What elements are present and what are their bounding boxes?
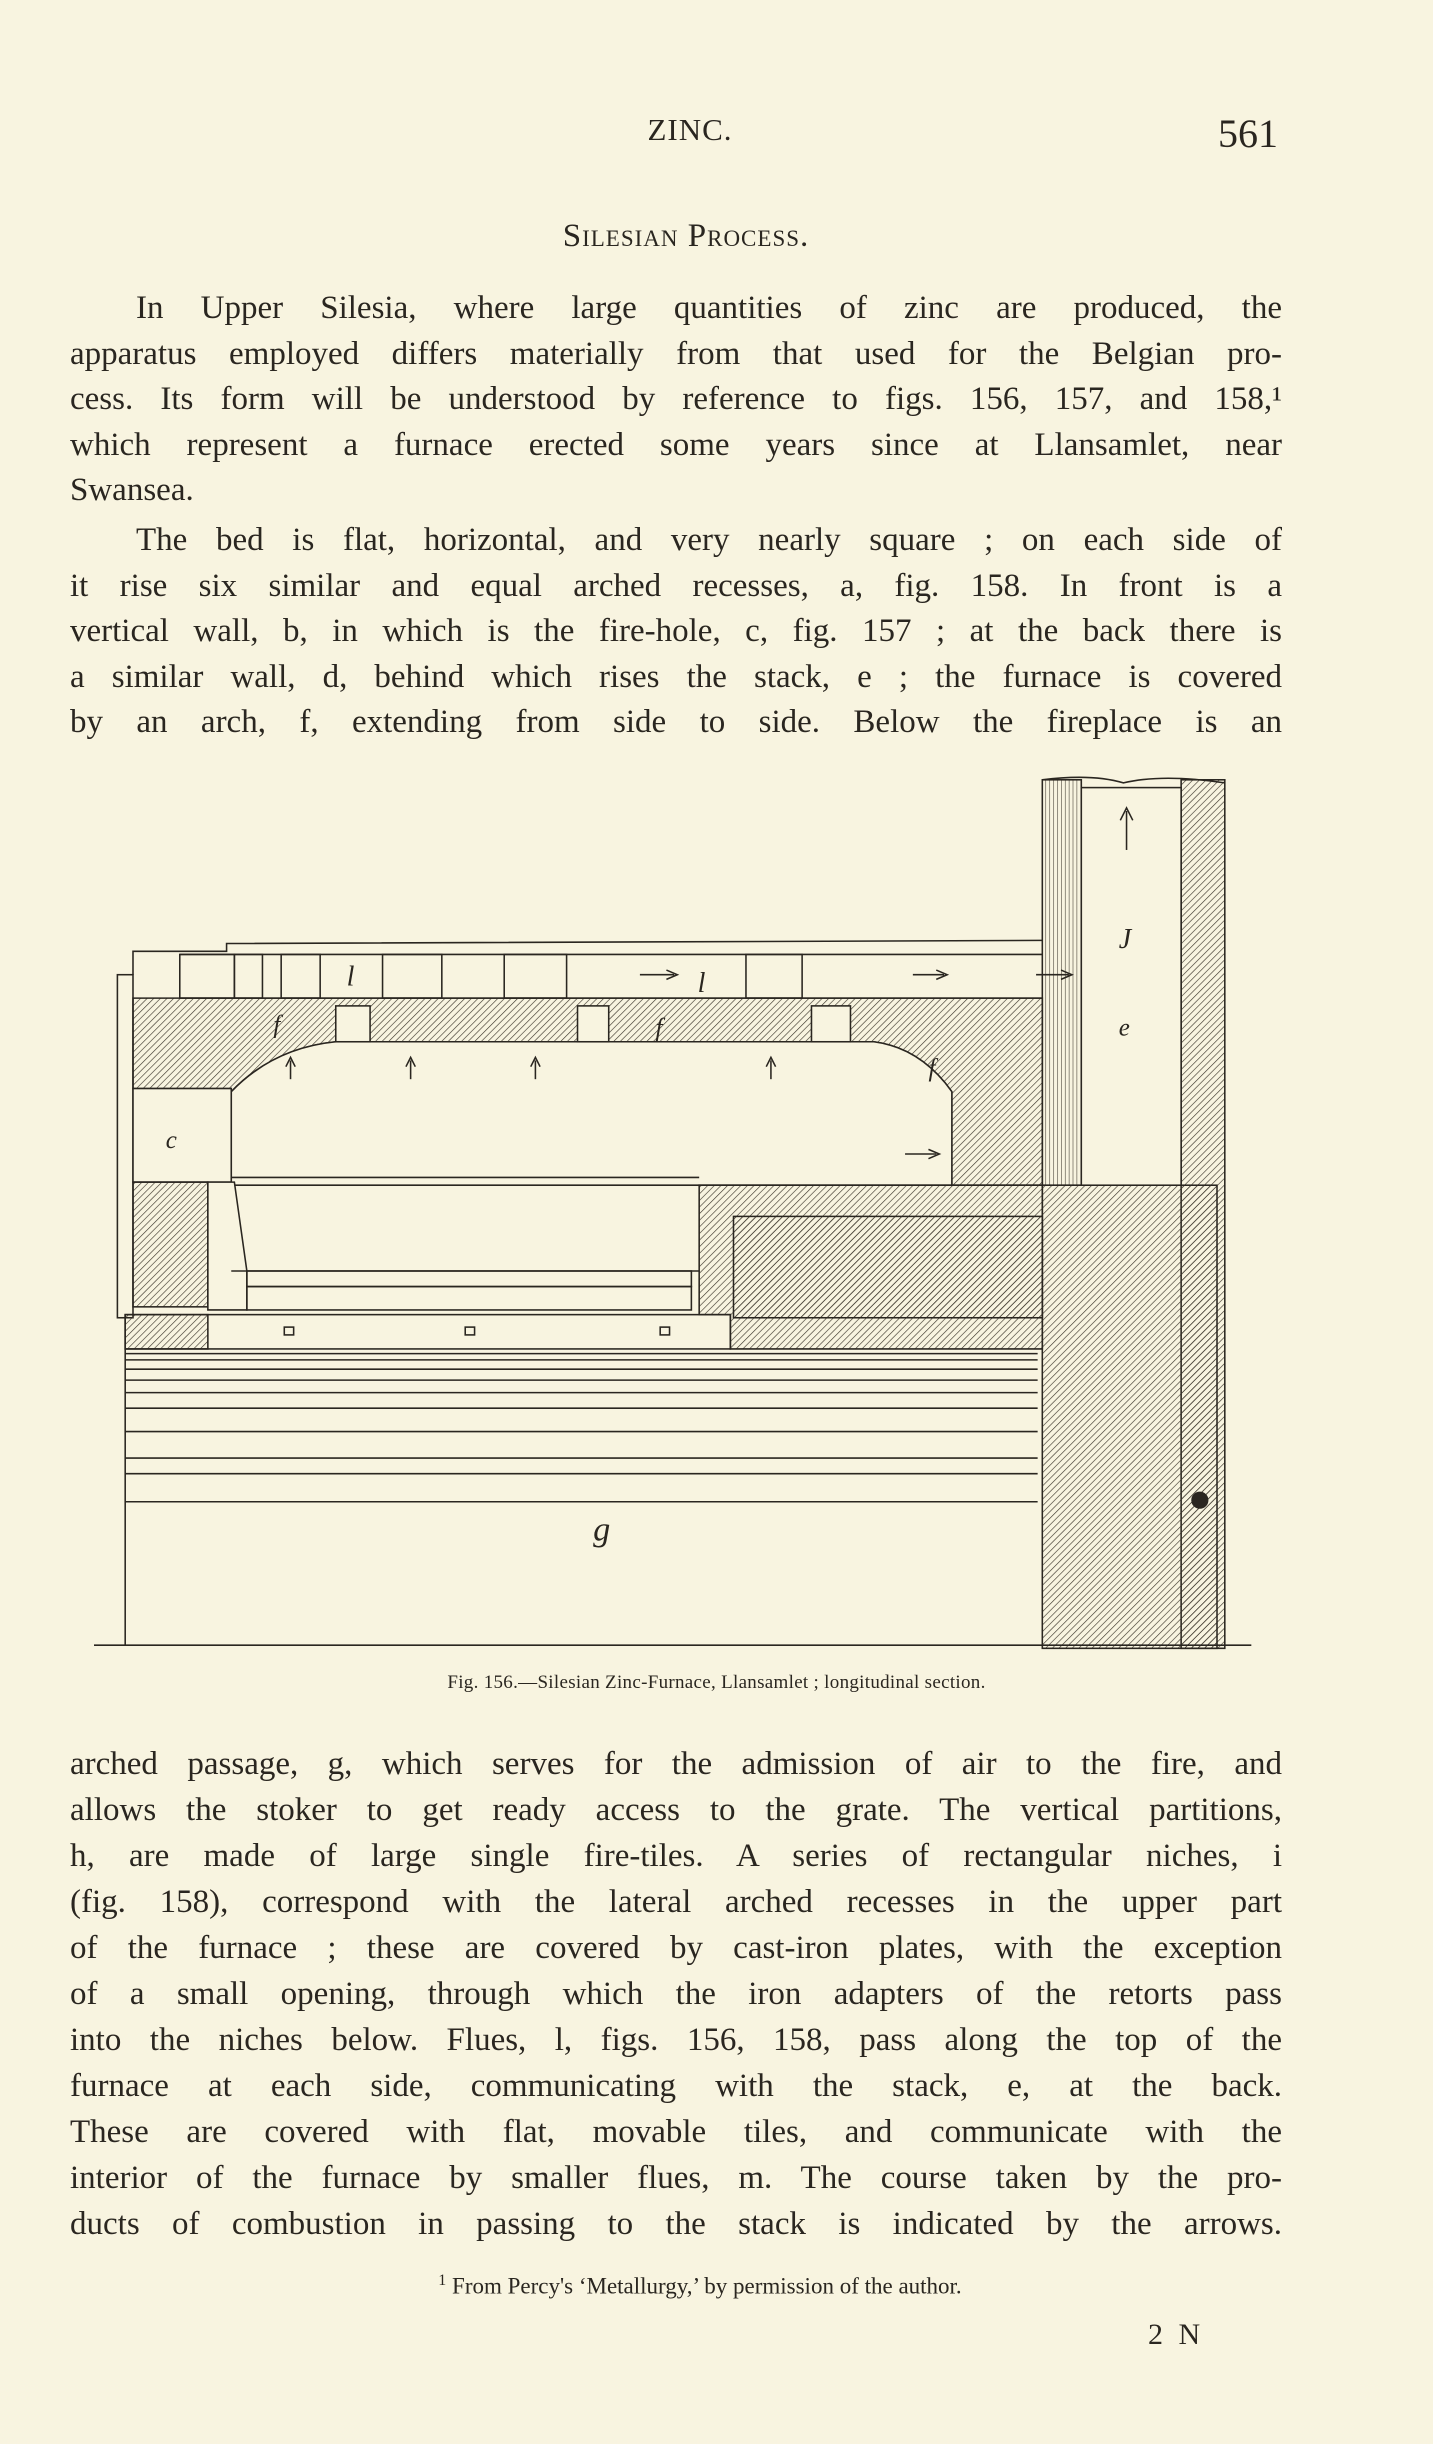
text-line: apparatus employed differs materially fr… — [70, 335, 1282, 372]
paragraph-3: arched passage, g, which serves for the … — [70, 1741, 1282, 2247]
footnote-text: From Percy's ‘Metallurgy,’ by permission… — [452, 2273, 962, 2299]
text-line: into the niches below. Flues, l, figs. 1… — [70, 2022, 1282, 2058]
furnace-section-figure: l l e J c f f f g — [94, 776, 1252, 1650]
stack-label: e — [1119, 1015, 1130, 1042]
flue-label: l — [698, 968, 706, 999]
signature-mark: 2 N — [1148, 2318, 1205, 2351]
text-line: These are covered with flat, movable til… — [70, 2114, 1282, 2150]
stack-left-wall — [1041, 779, 1083, 1186]
text-line: which represent a furnace erected some y… — [70, 426, 1282, 463]
page-number: 561 — [1218, 111, 1278, 156]
flue-partitions — [179, 953, 803, 999]
stack-flue — [1080, 786, 1182, 1186]
text-line: by an arch, f, extending from side to si… — [70, 704, 1282, 740]
text-line: ducts of combustion in passing to the st… — [70, 2206, 1282, 2242]
foundation-courses — [125, 1352, 1038, 1503]
section-title: Silesian Process. — [562, 218, 810, 254]
text-line: of the furnace ; these are covered by ca… — [70, 1930, 1282, 1966]
arch-label: f — [928, 1055, 938, 1082]
floor-slab — [124, 1313, 732, 1350]
text-line: it rise six similar and equal arched rec… — [70, 567, 1282, 604]
figure-caption: Fig. 156.—Silesian Zinc-Furnace, Llansam… — [447, 1672, 986, 1693]
text-line: a similar wall, d, behind which rises th… — [70, 658, 1282, 695]
paragraph-1: In Upper Silesia, where large quantities… — [70, 286, 1282, 514]
text-line: Swansea. — [70, 472, 194, 508]
text-line: cess. Its form will be understood by ref… — [70, 381, 1282, 417]
text-line: vertical wall, b, in which is the fire-h… — [70, 613, 1282, 649]
text-line: In Upper Silesia, where large quantities… — [136, 290, 1282, 326]
text-line: The bed is flat, horizontal, and very ne… — [136, 522, 1282, 558]
stack-base — [1041, 1184, 1218, 1650]
text-line: of a small opening, through which the ir… — [70, 1976, 1282, 2012]
arch-label: f — [273, 1011, 283, 1038]
text-line: furnace at each side, communicating with… — [70, 2068, 1282, 2104]
text-line: interior of the furnace by smaller flues… — [70, 2160, 1282, 2196]
flue-label: l — [347, 962, 355, 993]
front-wall — [116, 973, 134, 1319]
fire-hole-label: c — [166, 1127, 177, 1154]
grate — [246, 1270, 693, 1288]
arch-label: f — [656, 1015, 666, 1042]
stack-arrow-label: J — [1119, 924, 1133, 955]
passage-label: g — [593, 1511, 610, 1549]
text-line: allows the stoker to get ready access to… — [70, 1792, 1282, 1828]
footnote: 1 From Percy's ‘Metallurgy,’ by permissi… — [0, 2272, 1400, 2300]
text-line: (fig. 158), correspond with the lateral … — [70, 1884, 1282, 1920]
text-line: h, are made of large single fire-tiles. … — [70, 1838, 1282, 1874]
flue-arrows — [285, 1055, 942, 1160]
running-head: ZINC. — [647, 112, 733, 147]
footnote-marker: 1 — [438, 2272, 447, 2289]
text-line: arched passage, g, which serves for the … — [70, 1746, 1282, 1782]
paragraph-2: The bed is flat, horizontal, and very ne… — [70, 518, 1282, 746]
